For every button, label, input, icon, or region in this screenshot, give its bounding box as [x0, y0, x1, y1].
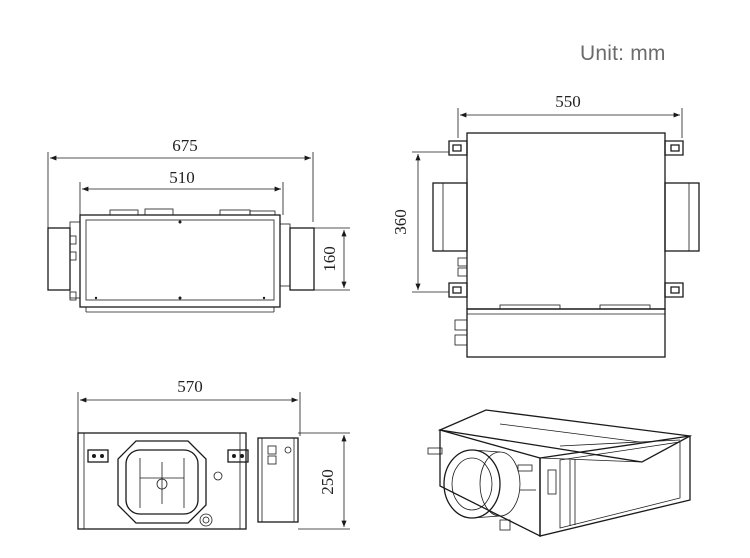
iso-right-face: [539, 435, 691, 537]
side-left-duct: [47, 227, 71, 291]
dim-side-body: 510: [169, 168, 195, 187]
top-body-outline: [466, 132, 666, 310]
front-panel-outline: [77, 432, 247, 530]
top-lower-panel: [466, 308, 666, 358]
front-inlet-frame: [117, 440, 207, 524]
dim-top-width: 550: [555, 92, 581, 111]
dim-side-overall: 675: [172, 136, 198, 155]
side-right-duct: [289, 227, 315, 291]
front-terminal-left: [87, 449, 109, 463]
dim-side-height: 160: [320, 246, 339, 272]
dim-front-width: 570: [177, 377, 203, 396]
top-left-duct: [432, 182, 468, 252]
front-view: 570 250: [77, 377, 350, 530]
side-body-outline: [79, 214, 281, 308]
dim-front-height: 250: [318, 469, 337, 495]
top-view: 550 360: [391, 92, 700, 358]
isometric-view: [427, 409, 693, 538]
top-right-duct: [664, 182, 700, 252]
dim-top-depth: 360: [391, 209, 410, 235]
front-side-box: [257, 437, 299, 523]
unit-label: Unit: mm: [580, 42, 666, 65]
front-terminal-right: [227, 449, 249, 463]
side-view: 675 510 160: [47, 136, 350, 313]
